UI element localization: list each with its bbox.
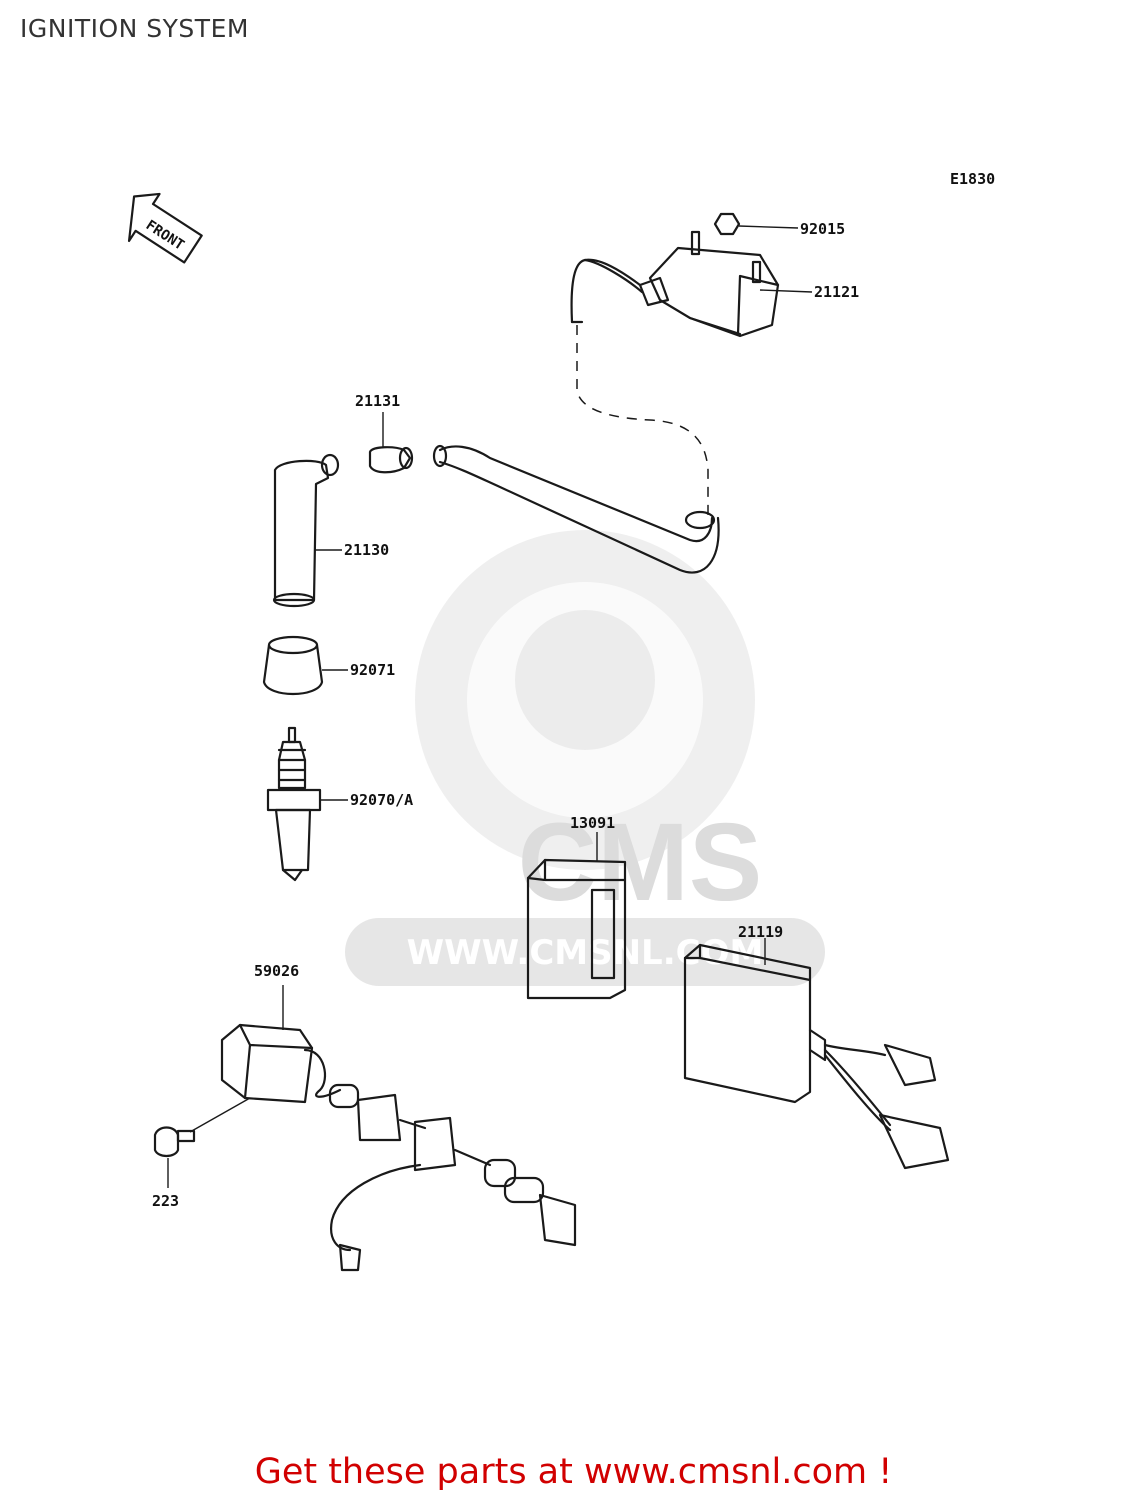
watermark-logo: CMS xyxy=(518,801,762,924)
label-223: 223 xyxy=(152,1192,179,1210)
label-21119: 21119 xyxy=(738,923,783,941)
ignition-harness-59026 xyxy=(153,985,577,1272)
label-21121: 21121 xyxy=(814,283,859,301)
igniter-21119 xyxy=(683,938,950,1170)
spark-plug-92070 xyxy=(266,726,348,882)
page-title: IGNITION SYSTEM xyxy=(20,14,249,43)
footer-link[interactable]: Get these parts at www.cmsnl.com ! xyxy=(254,1452,893,1492)
label-92071: 92071 xyxy=(350,661,395,679)
front-arrow-icon: FRONT xyxy=(127,192,203,264)
label-59026: 59026 xyxy=(254,962,299,980)
label-21130: 21130 xyxy=(344,541,389,559)
label-92070-a: 92070/A xyxy=(350,791,413,809)
label-92015: 92015 xyxy=(800,220,845,238)
ignition-coil xyxy=(638,212,780,338)
cap-92071 xyxy=(262,635,348,696)
label-21131: 21131 xyxy=(355,392,400,410)
cms-watermark: WWW.CMSNL.COM CMS xyxy=(345,530,825,986)
seal-cap-21131 xyxy=(368,412,414,474)
diagram-code: E1830 xyxy=(950,170,995,188)
relay-box-13091 xyxy=(526,832,627,1000)
spark-plug-cap-21130 xyxy=(272,453,342,608)
label-13091: 13091 xyxy=(570,814,615,832)
watermark-url: WWW.CMSNL.COM xyxy=(407,933,764,973)
high-tension-lead xyxy=(432,258,720,574)
